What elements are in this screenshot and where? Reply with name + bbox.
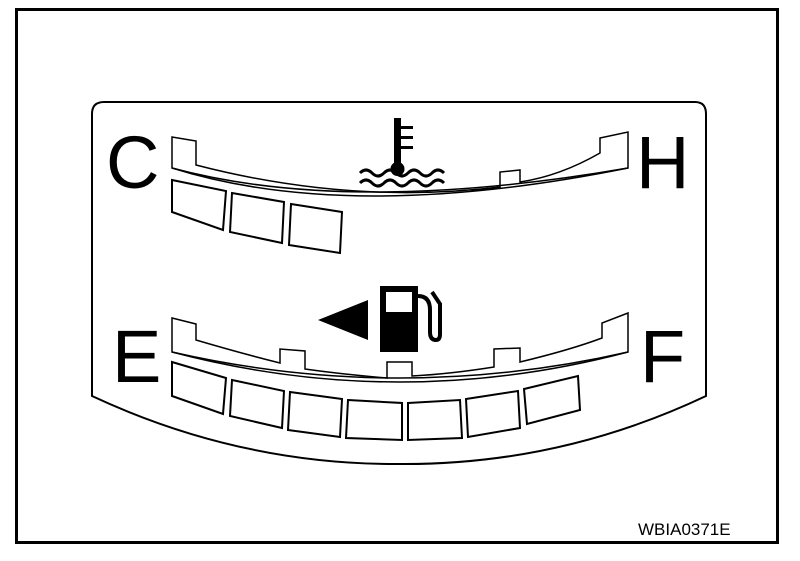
temp-high-label: H [636,121,689,204]
fuel-high-label: F [640,315,685,398]
fuel-segment-2 [228,378,286,430]
fuel-segment-4 [344,398,403,442]
coolant-temperature-icon [358,118,446,188]
fuel-segment-7 [522,374,582,426]
fuel-pump-icon [380,286,442,352]
fuel-scale-line [171,311,629,383]
temp-segment-3 [287,202,344,255]
temp-low-label: C [106,121,159,204]
fuel-low-label: E [112,315,161,398]
fuel-segment-3 [286,390,344,439]
temp-scale-line [171,131,629,197]
temp-segment-1 [171,178,228,232]
figure-code: WBIA0371E [638,520,731,539]
left-arrow-icon [318,300,368,340]
figure-frame [15,8,779,544]
fuel-scale-inner [171,351,629,379]
fuel-segment-6 [464,389,522,439]
fuel-segment-1 [171,360,228,416]
fuel-segment-5 [407,398,464,442]
fuel-segments [171,360,582,442]
temp-segments [171,178,344,255]
temp-scale-inner [171,167,629,193]
temp-segment-2 [228,191,286,245]
lcd-panel-outline [91,101,707,466]
